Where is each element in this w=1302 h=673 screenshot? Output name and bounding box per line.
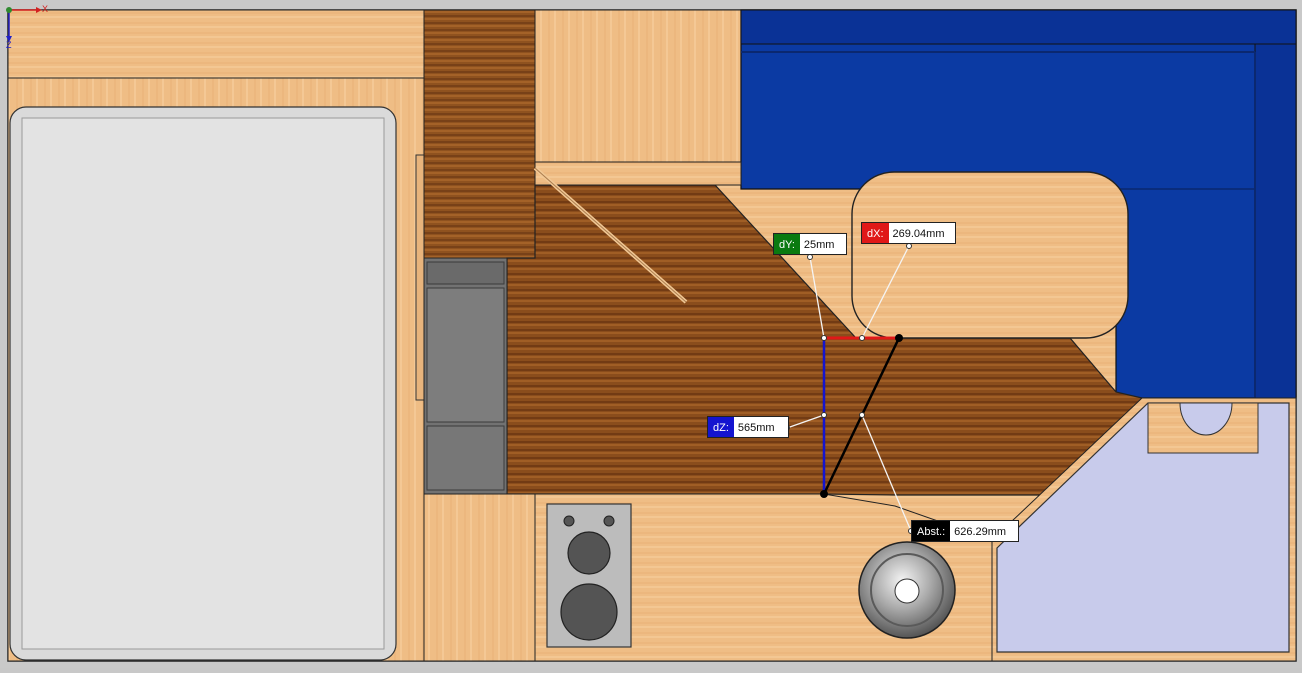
dimension-distance[interactable]: Abst.: 626.29mm	[911, 520, 1020, 542]
top-middle-panel	[534, 9, 742, 163]
top-left-panel	[7, 9, 425, 79]
dimension-dz-tag: dZ:	[708, 417, 734, 437]
shower-tray	[996, 402, 1290, 653]
bench-backrest-side	[1254, 43, 1297, 399]
axis-z-label: Z	[6, 40, 12, 50]
dimension-distance-value: 626.29mm	[950, 521, 1019, 541]
mattress-top	[21, 117, 385, 650]
dimension-dx[interactable]: dX: 269.04mm	[861, 222, 956, 244]
axis-x-label: X	[42, 4, 49, 14]
measure-point-b	[820, 490, 828, 498]
side-rail	[415, 154, 425, 401]
dimension-dy[interactable]: dY: 25mm	[773, 233, 847, 255]
counter-left	[423, 493, 536, 662]
dimension-dx-tag: dX:	[862, 223, 889, 243]
measure-point-a	[895, 334, 903, 342]
axis-triad-icon	[6, 7, 42, 42]
bench-backrest-top	[740, 9, 1297, 45]
cabinet-upper	[423, 9, 536, 259]
dimension-distance-tag: Abst.:	[912, 521, 951, 541]
dimension-dy-tag: dY:	[774, 234, 800, 254]
dimension-dx-value: 269.04mm	[888, 223, 955, 243]
dimension-dy-value: 25mm	[799, 234, 846, 254]
dimension-dz[interactable]: dZ: 565mm	[707, 416, 789, 438]
dimension-dz-value: 565mm	[733, 417, 788, 437]
table-top	[851, 171, 1129, 339]
axis-triad: X Z	[2, 2, 50, 52]
